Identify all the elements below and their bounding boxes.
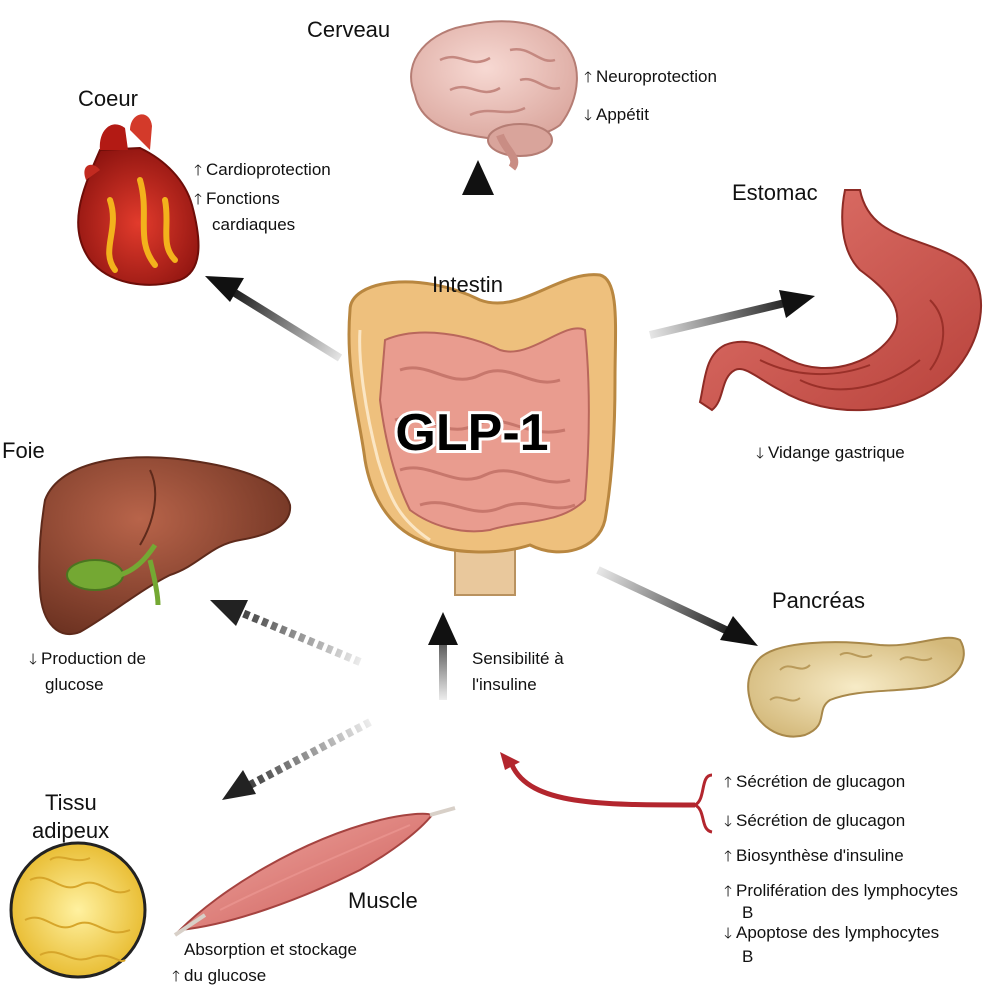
- insulin-sensitivity-line1: Sensibilité à: [472, 649, 564, 668]
- down-arrow-icon: 🡓: [584, 107, 592, 124]
- up-arrow-icon: 🡑: [724, 883, 732, 900]
- arrow-insulin-sensitivity: [428, 612, 458, 700]
- adipose-title-line2: adipeux: [32, 818, 110, 843]
- insulin-sensitivity-line2: l'insuline: [472, 675, 537, 694]
- pancreas-effect-5: 🡓Apoptose des lymphocytes: [720, 920, 939, 947]
- pancreas-effect-1: 🡑Sécrétion de glucagon: [720, 769, 905, 796]
- liver-effect-1-cont: glucose: [45, 675, 104, 694]
- stomach-illustration: [698, 189, 982, 412]
- dashed-arrow-to-liver: [210, 600, 362, 666]
- arrow-to-brain: [462, 160, 494, 258]
- intestine-title: Intestin: [432, 272, 503, 297]
- heart-effect-1: 🡑Cardioprotection: [190, 157, 331, 184]
- adipose-title-line1: Tissu: [45, 790, 97, 815]
- down-arrow-icon: 🡓: [756, 445, 764, 462]
- up-arrow-icon: 🡑: [194, 191, 202, 208]
- pancreas-effect-4-suffix: B: [742, 903, 754, 922]
- brain-effect-2: 🡓Appétit: [580, 102, 649, 129]
- muscle-effect-1: Absorption et stockage: [184, 940, 357, 959]
- brain-title: Cerveau: [307, 17, 391, 42]
- heart-effect-2-cont: cardiaques: [212, 215, 296, 234]
- pancreas-illustration: [747, 636, 965, 738]
- pancreas-effect-4: 🡑Prolifération des lymphocytes: [720, 878, 958, 905]
- arrow-to-heart: [205, 276, 343, 362]
- brain-illustration: [410, 20, 578, 171]
- pancreas-title: Pancréas: [772, 588, 865, 613]
- heart-illustration: [77, 114, 200, 286]
- up-arrow-icon: 🡑: [172, 968, 180, 985]
- muscle-title: Muscle: [348, 888, 418, 913]
- liver-title: Foie: [2, 438, 45, 463]
- glp1-label: GLP-1: [395, 404, 548, 462]
- up-arrow-icon: 🡑: [584, 69, 592, 86]
- stomach-effect-1: 🡓Vidange gastrique: [752, 440, 905, 467]
- heart-effect-2: 🡑Fonctions: [190, 186, 280, 213]
- down-arrow-icon: 🡓: [724, 925, 732, 942]
- up-arrow-icon: 🡑: [724, 848, 732, 865]
- down-arrow-icon: 🡓: [29, 651, 37, 668]
- stomach-title: Estomac: [732, 180, 818, 205]
- pancreas-effect-2: 🡓Sécrétion de glucagon: [720, 808, 905, 835]
- dashed-arrow-to-adipose: [222, 718, 372, 800]
- liver-effect-1: 🡓Production de: [25, 646, 146, 673]
- arrow-to-stomach: [649, 290, 815, 339]
- up-arrow-icon: 🡑: [194, 162, 202, 179]
- heart-title: Coeur: [78, 86, 138, 111]
- muscle-effect-1-cont: 🡑du glucose: [168, 963, 266, 990]
- down-arrow-icon: 🡓: [724, 813, 732, 830]
- pancreas-effect-5-suffix: B: [742, 947, 754, 966]
- up-arrow-icon: 🡑: [724, 774, 732, 791]
- arrow-to-pancreas: [596, 566, 758, 646]
- pancreas-effect-3: 🡑Biosynthèse d'insuline: [720, 843, 904, 870]
- intestine-illustration: [347, 273, 618, 596]
- adipose-illustration: [9, 841, 147, 979]
- feedback-arrow: [500, 752, 713, 834]
- muscle-illustration: [173, 806, 456, 937]
- brain-effect-1: 🡑Neuroprotection: [580, 64, 717, 91]
- liver-illustration: [38, 456, 292, 635]
